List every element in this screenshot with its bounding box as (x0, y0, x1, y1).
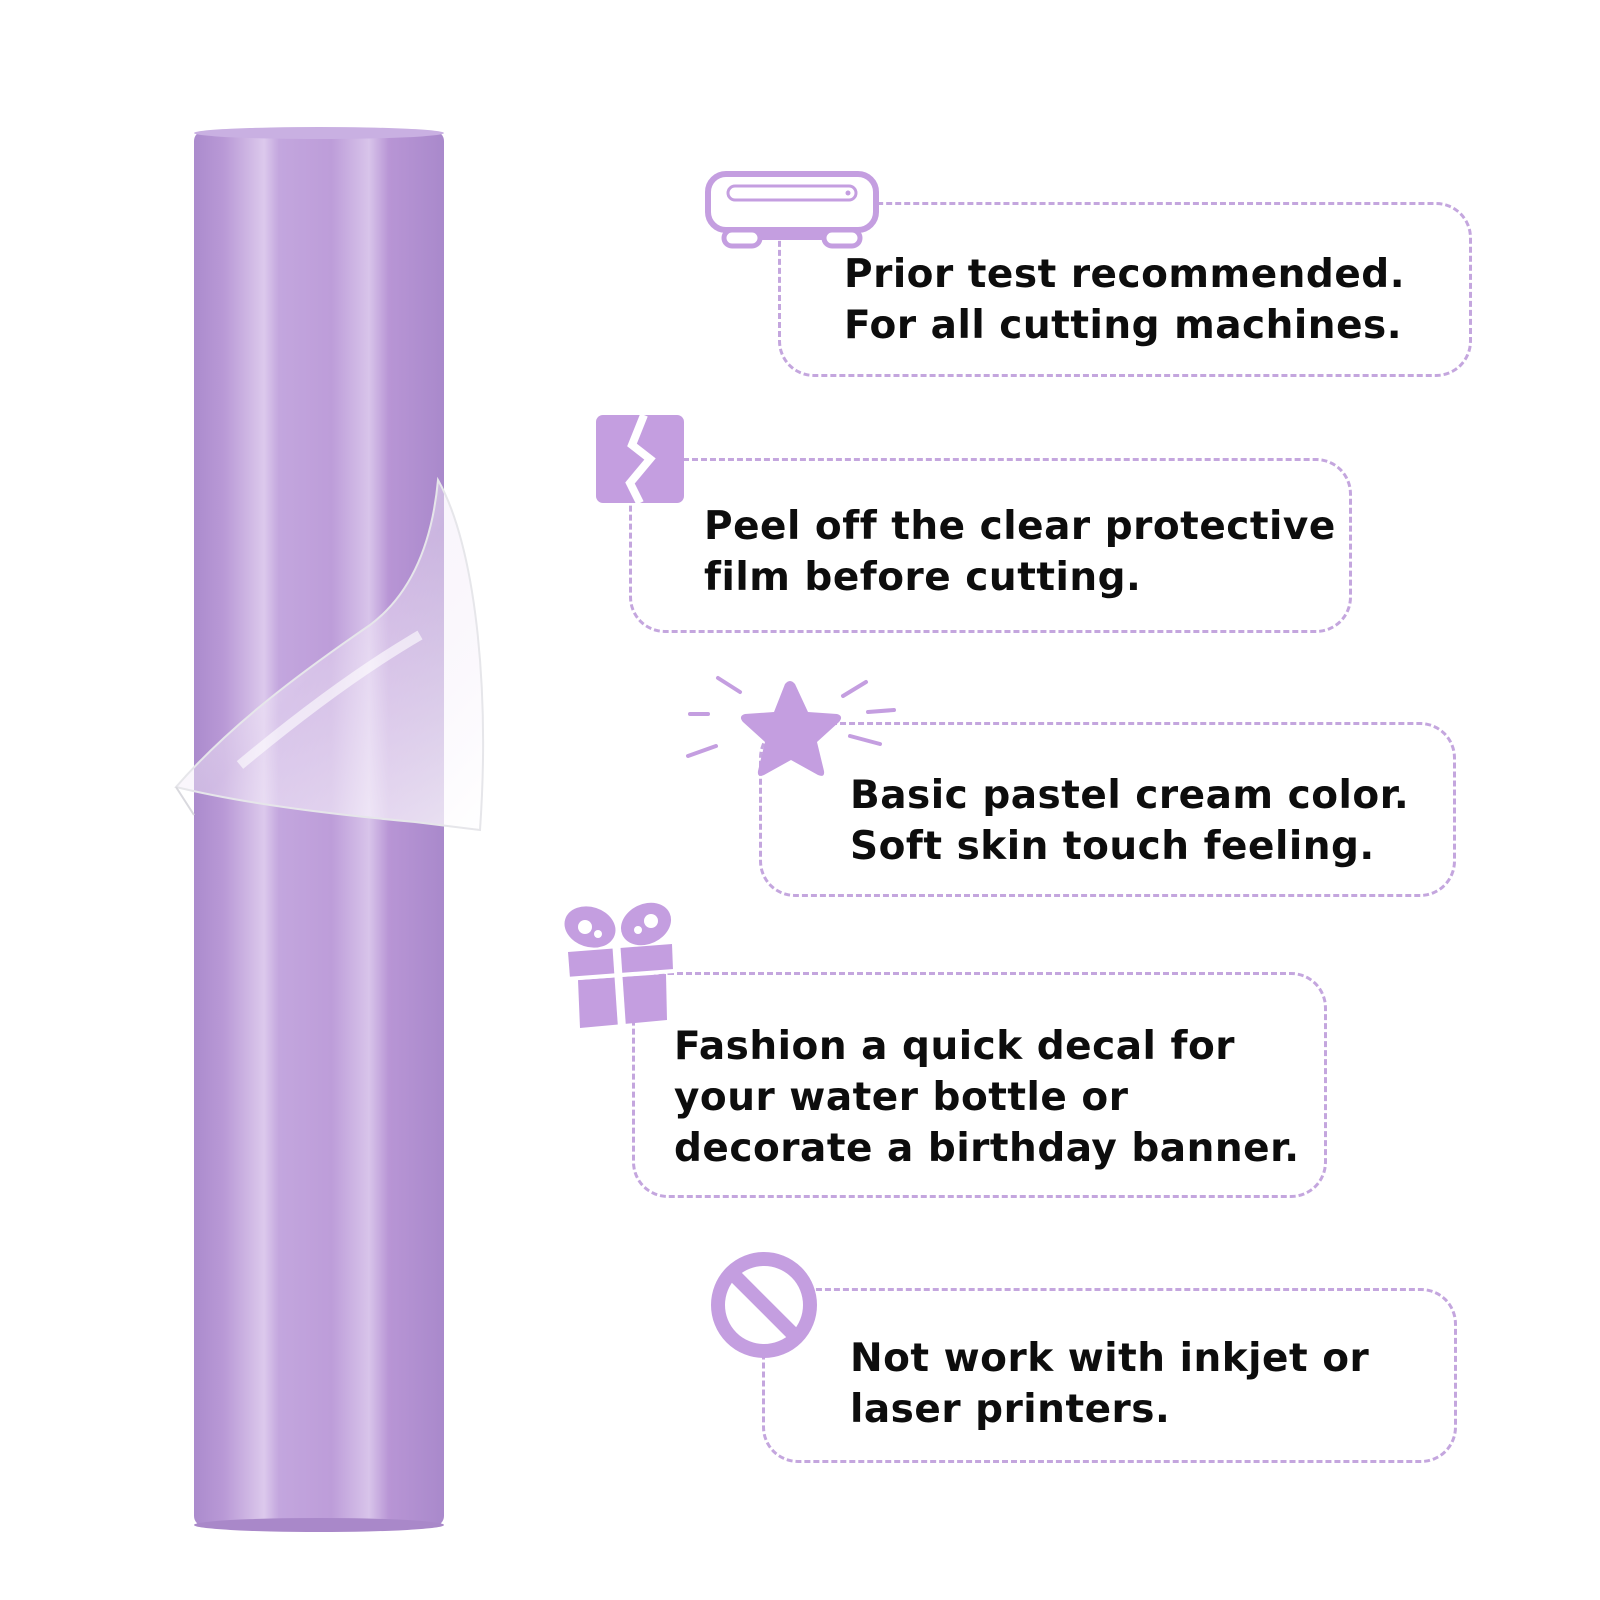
film-highlight (236, 630, 423, 769)
feature-line: Prior test recommended. (844, 252, 1406, 297)
feature-line: film before cutting. (704, 555, 1142, 600)
feature-line: laser printers. (850, 1387, 1171, 1432)
feature-text-peel: Peel off the clear protective film befor… (704, 501, 1336, 603)
sparkle-star-icon (686, 676, 896, 776)
peel-film-icon (596, 413, 684, 505)
feature-text-printers: Not work with inkjet or laser printers. (850, 1333, 1369, 1435)
gift-box-icon (564, 902, 675, 1029)
vinyl-roll-image (174, 127, 485, 1532)
feature-line: your water bottle or (674, 1075, 1129, 1120)
feature-line: Soft skin touch feeling. (850, 824, 1375, 869)
feature-card-gift (632, 972, 1327, 1198)
roll-bottom-edge (194, 1518, 444, 1532)
feature-line: For all cutting machines. (844, 303, 1403, 348)
cutting-machine-icon (705, 171, 879, 249)
feature-card-peel (629, 458, 1352, 633)
film-edge (175, 786, 195, 816)
feature-line: Basic pastel cream color. (850, 773, 1410, 818)
feature-card-printers (762, 1288, 1457, 1463)
feature-line: Peel off the clear protective (704, 504, 1336, 549)
feature-line: Fashion a quick decal for (674, 1024, 1235, 1069)
feature-card-color (759, 722, 1456, 897)
roll-top-edge (194, 127, 444, 139)
no-symbol-icon (711, 1252, 817, 1358)
feature-line: Not work with inkjet or (850, 1336, 1370, 1381)
feature-text-cutting: Prior test recommended. For all cutting … (844, 249, 1405, 351)
roll-body (194, 131, 444, 1526)
peeling-film (174, 476, 485, 832)
feature-text-gift: Fashion a quick decal for your water bot… (674, 1021, 1300, 1174)
feature-line: decorate a birthday banner. (674, 1126, 1300, 1171)
feature-card-cutting (778, 202, 1472, 377)
feature-text-color: Basic pastel cream color. Soft skin touc… (850, 770, 1409, 872)
